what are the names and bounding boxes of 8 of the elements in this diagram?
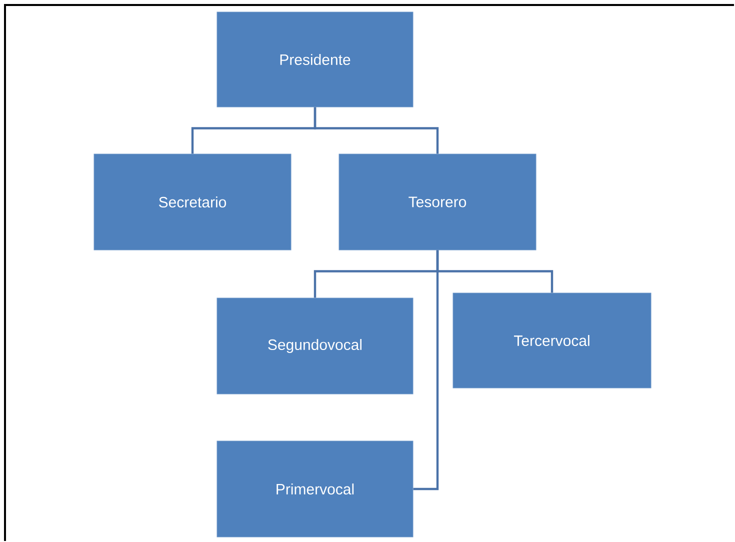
org-box: Segundovocal bbox=[216, 298, 414, 394]
connector-line bbox=[413, 250, 439, 490]
org-box: Tesorero bbox=[338, 154, 536, 250]
connector-line bbox=[314, 107, 439, 154]
org-box: Presidente bbox=[216, 12, 414, 108]
org-box: Secretario bbox=[94, 154, 292, 250]
org-box: Tercervocal bbox=[452, 292, 652, 388]
org-box: Primervocal bbox=[216, 440, 414, 538]
